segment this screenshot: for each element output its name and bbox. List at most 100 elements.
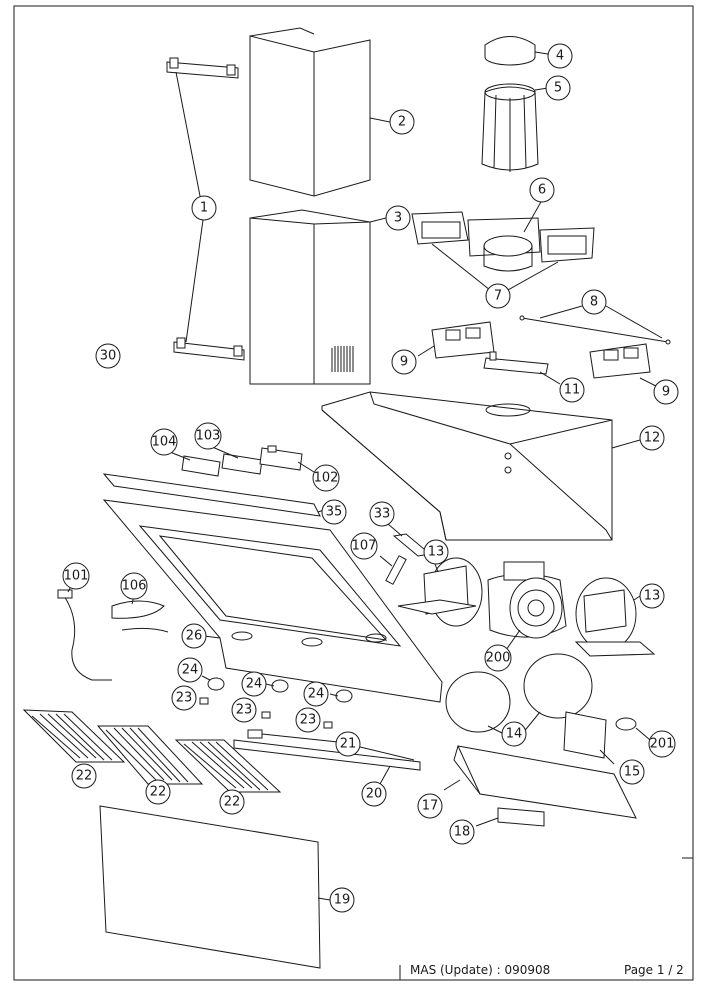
callout-circle <box>329 887 355 913</box>
callout-label: 30 <box>100 349 117 364</box>
callout-circle <box>303 681 329 707</box>
callout-23b: 23 <box>231 697 257 723</box>
callout-circle <box>653 379 679 405</box>
callout-103: 103 <box>194 422 222 450</box>
filter-right <box>174 739 282 793</box>
part-33-107-small <box>379 523 432 585</box>
callout-label: 107 <box>352 539 377 554</box>
callout-circle <box>191 195 217 221</box>
callout-1: 1 <box>191 195 217 221</box>
part-8-rod <box>519 305 671 345</box>
callout-24a: 24 <box>177 657 203 683</box>
callout-23a: 23 <box>171 685 197 711</box>
callout-label: 9 <box>400 355 408 370</box>
callout-circle <box>529 177 555 203</box>
callout-23c: 23 <box>295 707 321 733</box>
part-13-right-housing <box>574 577 656 657</box>
part-19-back-panel <box>99 805 331 969</box>
part-20-21-light <box>233 729 421 785</box>
callout-circle <box>485 283 511 309</box>
callout-label: 33 <box>374 507 391 522</box>
callout-11: 11 <box>559 377 585 403</box>
callout-107: 107 <box>350 532 378 560</box>
callout-35: 35 <box>321 499 347 525</box>
part-1-brackets <box>166 57 245 361</box>
callout-label: 5 <box>554 81 562 96</box>
callout-12: 12 <box>639 425 665 451</box>
callout-9a: 9 <box>391 349 417 375</box>
callout-circle <box>559 377 585 403</box>
page-number: Page 1 / 2 <box>624 963 684 977</box>
callout-circle <box>501 721 527 747</box>
callout-label: 1 <box>200 201 208 216</box>
callout-label: 101 <box>64 569 89 584</box>
filter-middle <box>96 725 204 785</box>
part-13-left-housing <box>397 555 483 627</box>
callout-104: 104 <box>150 428 178 456</box>
callout-33: 33 <box>369 501 395 527</box>
callout-label: 22 <box>76 769 93 784</box>
callout-circle <box>95 343 121 369</box>
part-3-lower-chimney <box>249 209 387 385</box>
callout-circle <box>648 730 676 758</box>
callout-label: 35 <box>326 505 343 520</box>
callout-label: 13 <box>644 589 661 604</box>
part-200-blower <box>487 561 567 651</box>
callout-label: 9 <box>662 385 670 400</box>
callout-13b: 13 <box>639 583 665 609</box>
callout-label: 21 <box>340 737 357 752</box>
callout-circle <box>484 644 512 672</box>
callout-label: 2 <box>398 115 406 130</box>
callout-200: 200 <box>484 644 512 672</box>
callout-4: 4 <box>547 43 573 69</box>
callout-circle <box>181 623 207 649</box>
callout-label: 24 <box>182 663 199 678</box>
callout-label: 102 <box>314 471 339 486</box>
callout-label: 12 <box>644 431 661 446</box>
callout-label: 23 <box>176 691 193 706</box>
callout-circle <box>171 685 197 711</box>
callout-circle <box>369 501 395 527</box>
part-101-106-wiring <box>57 583 169 681</box>
part-2-upper-chimney <box>249 27 391 197</box>
callout-6: 6 <box>529 177 555 203</box>
callout-circle <box>194 422 222 450</box>
callout-circle <box>312 464 340 492</box>
callout-circle <box>545 75 571 101</box>
part-15-201 <box>563 711 651 765</box>
callout-label: 13 <box>428 545 445 560</box>
part-9-switch-right <box>589 343 657 387</box>
callout-label: 19 <box>334 893 351 908</box>
callout-label: 103 <box>196 429 221 444</box>
callout-circle <box>361 781 387 807</box>
callout-circle <box>391 349 417 375</box>
callout-15: 15 <box>619 759 645 785</box>
callout-label: 22 <box>150 785 167 800</box>
part-24-23-controls <box>199 675 353 729</box>
callout-5: 5 <box>545 75 571 101</box>
callout-22a: 22 <box>71 763 97 789</box>
callout-label: 201 <box>650 737 675 752</box>
callout-circle <box>619 759 645 785</box>
callout-circle <box>639 425 665 451</box>
callout-circle <box>639 583 665 609</box>
callout-circle <box>321 499 347 525</box>
part-12-main-body <box>321 391 641 541</box>
callout-circle <box>177 657 203 683</box>
callout-circle <box>547 43 573 69</box>
callout-22b: 22 <box>145 779 171 805</box>
callout-circle <box>120 572 148 600</box>
part-26-front-panel <box>102 499 443 703</box>
callout-label: 3 <box>394 211 402 226</box>
callout-13a: 13 <box>423 539 449 565</box>
callout-circle <box>449 819 475 845</box>
callout-label: 4 <box>556 49 564 64</box>
callout-circle <box>350 532 378 560</box>
callout-label: 8 <box>590 295 598 310</box>
callout-101: 101 <box>62 562 90 590</box>
part-5-damper <box>481 83 549 172</box>
callout-label: 23 <box>236 703 253 718</box>
callout-circle <box>71 763 97 789</box>
callout-106: 106 <box>120 572 148 600</box>
part-9-switch-left <box>417 321 495 359</box>
